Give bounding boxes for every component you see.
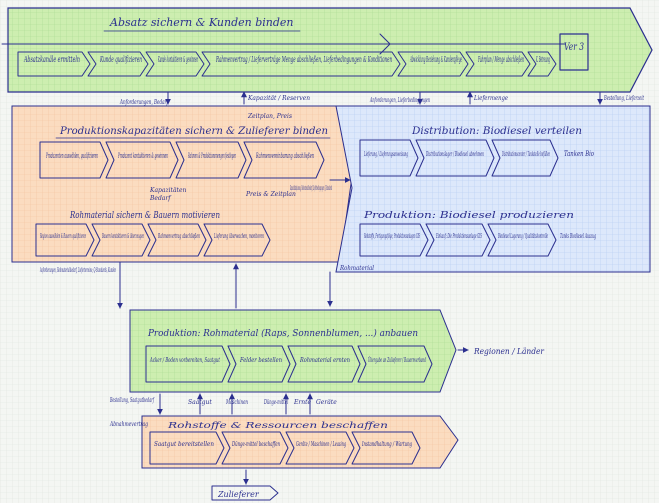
top-step-5: Abwicklung Beziehung & Kundenpflege xyxy=(410,55,462,64)
top-block-title: Absatz sichern & Kunden binden xyxy=(109,16,294,29)
regions-label: Regionen / Länder xyxy=(473,347,545,356)
top-step-7: K. Betreuung xyxy=(536,55,550,64)
seed-block-title: Rohstoffe & Ressourcen beschaffen xyxy=(166,421,388,430)
seed-step-4: Instandhaltung / Wartung xyxy=(361,440,412,448)
raw-material-sub-title: Rohmaterial sichern & Bauern motivieren xyxy=(69,211,220,221)
annotation-order: Bestellung, Lieferzeit xyxy=(603,95,644,102)
top-step-1: Absatzkanäle ermitteln xyxy=(23,55,80,64)
annotation-harvest: Ernte xyxy=(293,399,312,406)
sub-step-3: Rahmenvertrag abschließen xyxy=(158,232,200,240)
distribution-step-1: Lieferung / Lieferungsanweisung xyxy=(364,150,408,158)
distribution-title: Distribution: Biodiesel verteilen xyxy=(411,126,582,137)
sub-step-1: Region auswählen & Bauern qualifizieren xyxy=(40,232,86,240)
supplier-tag xyxy=(211,485,279,501)
supplier-label: Zulieferer xyxy=(217,490,260,499)
annotation-equipment: Geräte xyxy=(316,399,337,406)
raw-material-title: Produktion: Rohmaterial (Raps, Sonnenblu… xyxy=(147,328,418,339)
sub-step-4: Lieferung überwachen, monitoren xyxy=(214,232,264,240)
distribution-block: Distribution: Biodiesel verteilen Liefer… xyxy=(335,105,651,273)
annotation-schedule: Zeitplan, Preis xyxy=(247,113,292,120)
distribution-step-4: Tanken Bio xyxy=(564,150,594,158)
annotation-raw-requirements: Anforderungen, Rohmaterialbedarf, Liefer… xyxy=(40,267,116,274)
biodiesel-production-title: Produktion: Biodiesel produzieren xyxy=(363,211,575,221)
production-step-1: Produzenten auswählen, qualifizieren xyxy=(46,152,99,160)
bio-step-3: Biodiesel Lagerung / Qualitätskontrolle xyxy=(498,233,549,240)
top-step-4: Rahmenvertrag / Lieferverträge Menge abs… xyxy=(216,55,392,64)
seed-step-3: Geräte / Maschinen / Leasing xyxy=(296,440,346,448)
annotation-fertilizer: Dünge-mittel xyxy=(263,399,288,406)
top-step-3: Kunde kontaktieren & gewinnen xyxy=(158,55,198,64)
raw-step-2: Felder bestellen xyxy=(239,356,282,364)
annotations: Anforderungen, Bedarf Kapazität / Reserv… xyxy=(40,95,645,428)
annotation-capacity: Kapazität / Reserven xyxy=(247,95,310,102)
annotation-raw-material: Rohmaterial xyxy=(339,265,374,272)
raw-material-block: Produktion: Rohmaterial (Raps, Sonnenblu… xyxy=(129,309,545,393)
bio-step-2: Einkauf: Die Produktionsanlage GIS xyxy=(436,233,482,240)
annotation-delivery-terms: Anforderungen, Lieferbedingungen xyxy=(369,97,430,104)
raw-step-3: Rohmaterial ernten xyxy=(299,356,350,364)
annotation-capacity-planning: Kapazitätsplanung, Rohmaterialbedarf, Li… xyxy=(290,185,332,192)
distribution-step-3: Distributionscenter / Tankstelle befülle… xyxy=(502,150,550,158)
sub-step-2: Bauern kontaktieren & überzeugen xyxy=(102,232,144,240)
annotation-purchase-contract: Abnahmevertrag xyxy=(109,421,148,428)
production-step-2: Produzent kontaktieren & gewinnen xyxy=(118,152,169,160)
production-step-3: Rahmen & Produktionsmengen festlegen xyxy=(188,152,236,160)
flow-arrows xyxy=(117,91,603,485)
top-chevrons: Absatzkanäle ermitteln Kunde qualifizier… xyxy=(17,51,557,77)
annotation-seed: Saatgut xyxy=(188,399,212,406)
production-block-title: Produktionskapazitäten sichern & Zuliefe… xyxy=(59,126,328,137)
bio-step-1: Rohstoffe, Fertigungsfolge, Produktionsa… xyxy=(364,233,420,240)
seed-step-1: Saatgut bereitstellen xyxy=(154,440,214,448)
top-block: Absatz sichern & Kunden binden Absatzkan… xyxy=(1,7,653,93)
bio-step-4: Tanks Biodiesel Auszug xyxy=(560,232,596,240)
top-step-2: Kunde qualifizieren xyxy=(99,55,142,64)
annotation-requirements: Anforderungen, Bedarf xyxy=(119,99,169,106)
production-capacity-block: Produktionskapazitäten sichern & Zuliefe… xyxy=(11,105,361,263)
annotation-machines: Maschinen xyxy=(225,399,248,406)
production-note-3: Preis & Zeitplan xyxy=(245,191,296,198)
version-box: Ver 3 xyxy=(564,42,584,53)
production-note-1: Kapazitäten xyxy=(149,187,187,194)
annotation-seed-order: Bestellung, Saatgutbedarf xyxy=(109,397,155,404)
raw-step-1: Acker / Boden vorbereiten, Saatgut xyxy=(149,356,220,364)
production-step-4: Rahmenvereinbarung abschließen xyxy=(256,152,315,160)
seed-step-2: Dünge-mittel beschaffen xyxy=(231,440,280,448)
seed-supply-block: Rohstoffe & Ressourcen beschaffen Saatgu… xyxy=(141,415,459,469)
distribution-step-2: Distributionslager / Biodiesel abnehmen xyxy=(426,150,484,158)
annotation-quantity: Liefermenge xyxy=(473,95,508,102)
raw-step-4: Übergabe an Zulieferer / Bauernverband xyxy=(368,355,426,364)
top-step-6: Fahrplan / Menge abschließen xyxy=(478,55,524,64)
production-note-2: Bedarf xyxy=(149,195,172,202)
